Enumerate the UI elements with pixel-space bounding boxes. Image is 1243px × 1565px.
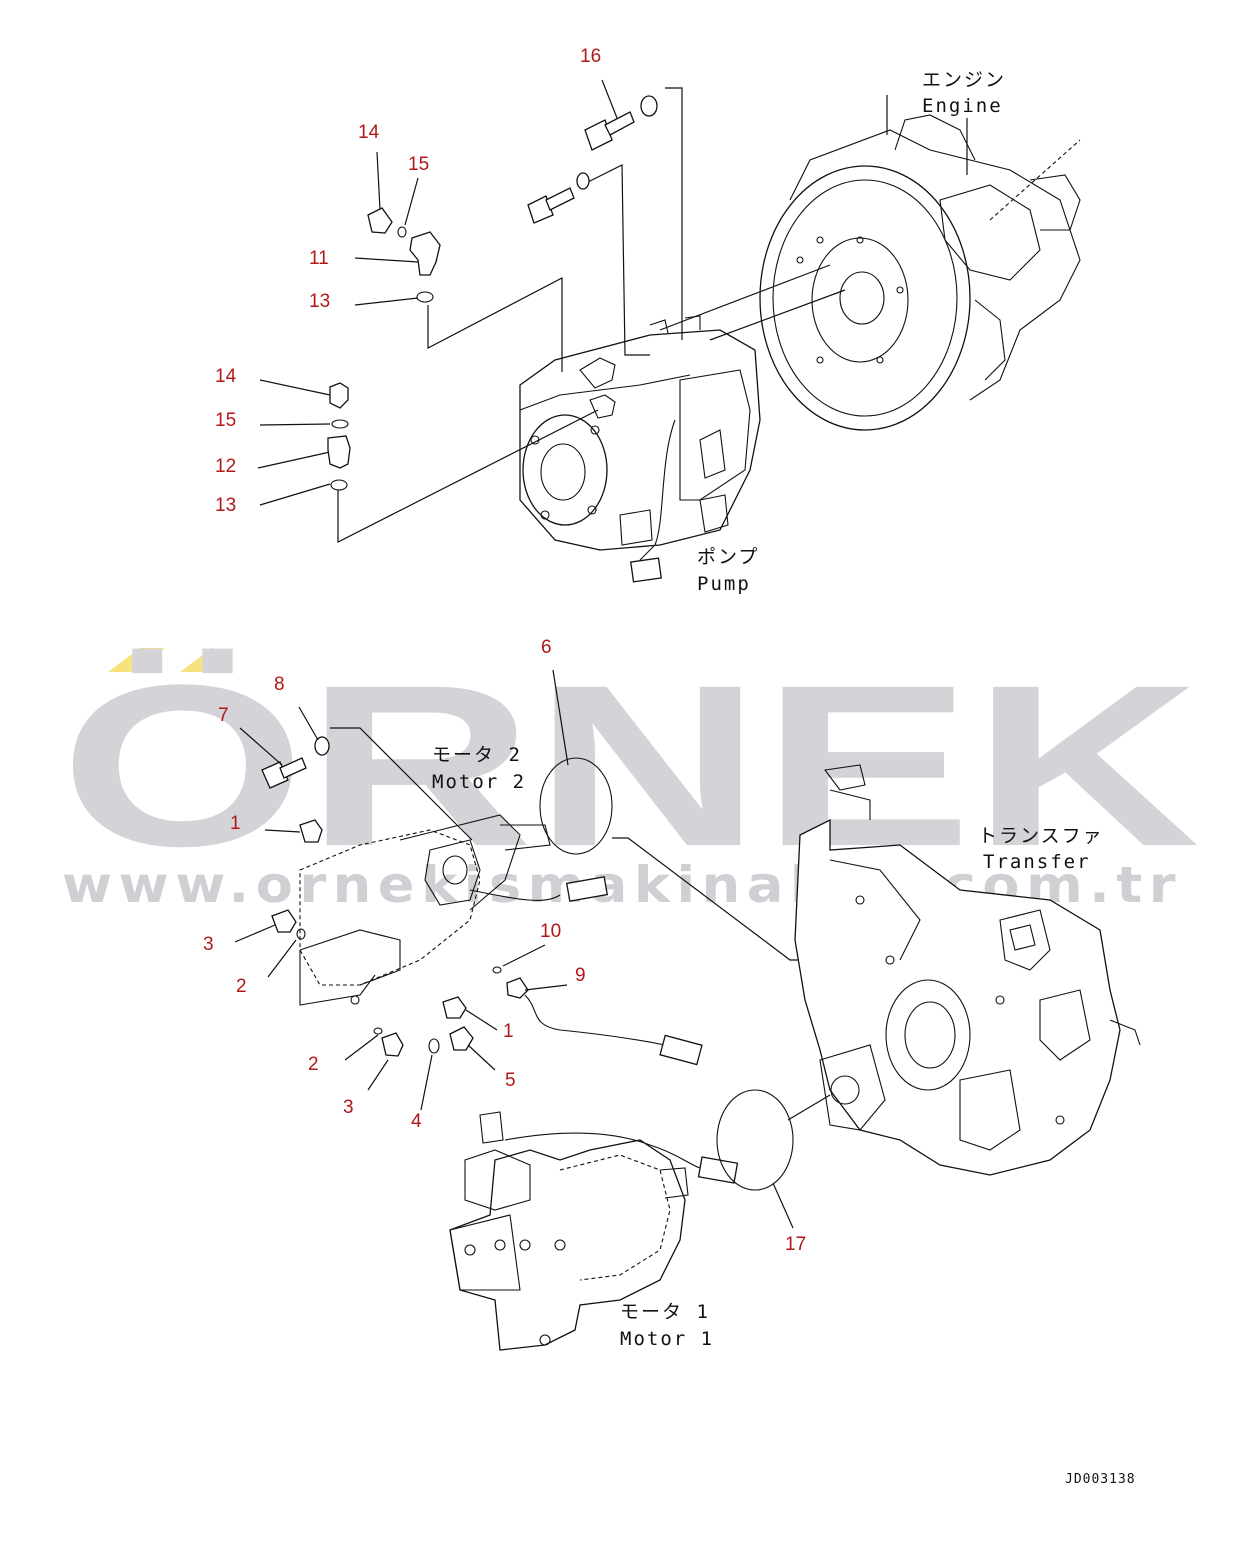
pump-label-jp: ポンプ [697, 546, 759, 568]
o-ring-icon [373, 1027, 383, 1035]
engine-flywheel-icon [759, 95, 1081, 431]
callout-11: 11 [309, 248, 329, 269]
washer-icon [640, 95, 658, 117]
callout-13-top: 13 [309, 291, 330, 312]
o-ring-icon [428, 1038, 440, 1054]
o-ring-icon [492, 966, 502, 974]
callout-5: 5 [505, 1070, 516, 1091]
callout-3-bottom: 3 [343, 1097, 354, 1118]
motor1-label-jp: モータ 1 [620, 1301, 710, 1323]
o-ring-icon [716, 1089, 794, 1191]
pump-icon [519, 315, 761, 583]
callout-13-left: 13 [215, 495, 236, 516]
o-ring-icon [296, 928, 306, 940]
callout-17: 17 [785, 1234, 806, 1255]
motor-2-icon [299, 814, 609, 1006]
watermark-brand: ÖRNEK [60, 637, 1200, 894]
callout-14-left: 14 [215, 366, 237, 387]
callout-3-top: 3 [203, 934, 214, 955]
bolt-icon [527, 111, 635, 224]
plug-icon [449, 1026, 474, 1051]
callout-16: 16 [580, 46, 601, 67]
callout-1-top: 1 [230, 813, 241, 834]
callout-10: 10 [540, 921, 561, 942]
callout-6: 6 [541, 637, 552, 658]
callout-2-top: 2 [236, 976, 247, 997]
motor2-label-en: Motor 2 [432, 771, 526, 793]
lower-leader-lines [716, 1089, 831, 1229]
transfer-label-en: Transfer [983, 851, 1091, 873]
sensor-icon [506, 977, 703, 1066]
plug-icon [271, 909, 297, 933]
callout-12: 12 [215, 456, 236, 477]
callout-14-top: 14 [358, 122, 380, 143]
callout-15-left: 15 [215, 410, 236, 431]
callout-9: 9 [575, 965, 586, 986]
callout-8: 8 [274, 674, 285, 695]
engine-label-jp: エンジン [922, 69, 1006, 91]
o-ring-icon [539, 757, 613, 855]
motor1-label-en: Motor 1 [620, 1328, 714, 1350]
o-ring-icon [331, 419, 349, 429]
assembly-labels: エンジン Engine ポンプ Pump モータ 2 Motor 2 トランスフ… [432, 69, 1104, 1350]
plug-icon [442, 996, 467, 1019]
o-ring-icon [330, 479, 348, 491]
pump-label-en: Pump [697, 573, 751, 595]
drawing-code: JD003138 [1065, 1472, 1136, 1487]
transfer-label-jp: トランスファ [978, 825, 1104, 847]
motor2-small-parts [261, 736, 703, 1066]
engine-label-en: Engine [922, 95, 1003, 117]
callout-15-top: 15 [408, 154, 429, 175]
washer-icon [314, 736, 330, 756]
callout-1-mid: 1 [503, 1021, 514, 1042]
bolt-icon [279, 757, 307, 779]
transfer-case-icon [794, 764, 1141, 1176]
callout-numbers: 16 14 15 11 13 14 15 12 13 6 8 7 1 3 2 1… [203, 46, 806, 1255]
straight-fitting-icon [327, 435, 351, 469]
watermark-accent-right [180, 648, 214, 672]
callout-2-bottom: 2 [308, 1054, 319, 1075]
motor2-label-jp: モータ 2 [432, 744, 522, 766]
plug-icon [367, 207, 393, 234]
watermark: ÖRNEK www.ornekismakinalari.com.tr [60, 637, 1200, 914]
upper-leader-lines [257, 79, 846, 543]
o-ring-icon [397, 226, 407, 238]
upper-small-parts [327, 95, 658, 491]
watermark-accent-left [108, 648, 165, 672]
plug-icon [381, 1032, 404, 1057]
plug-icon [329, 382, 349, 409]
elbow-fitting-icon [409, 231, 441, 276]
motor-1-icon [449, 1111, 739, 1351]
callout-7: 7 [218, 705, 229, 726]
middle-leader-lines [234, 669, 800, 1111]
washer-icon [576, 172, 590, 190]
plug-icon [299, 819, 323, 843]
callout-4: 4 [411, 1111, 422, 1132]
o-ring-icon [416, 291, 434, 303]
